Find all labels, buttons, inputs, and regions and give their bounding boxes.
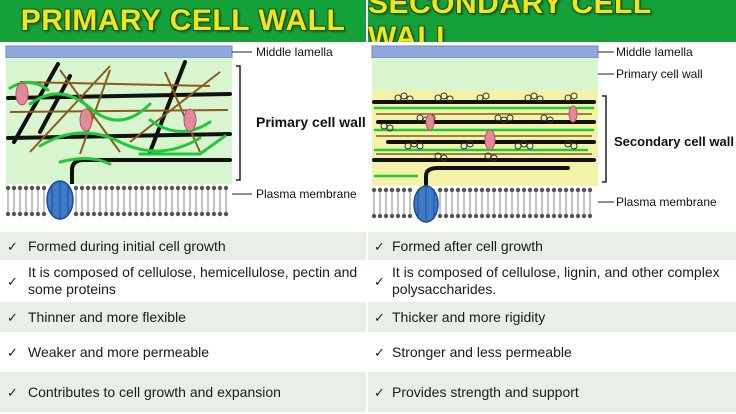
plasma-membrane-bilayer (5, 184, 232, 218)
check-icon: ✓ (7, 309, 18, 325)
primary-fact-text: Formed during initial cell growth (28, 237, 226, 254)
wall-proteins (425, 105, 578, 151)
table-row: ✓ Formed during initial cell growth ✓ Fo… (0, 232, 736, 262)
primary-fact-cell: ✓ Contributes to cell growth and expansi… (0, 372, 366, 412)
middle-lamella-band (5, 45, 233, 59)
primary-fact-text: Thinner and more flexible (28, 308, 186, 325)
primary-cell-wall-title: PRIMARY CELL WALL (20, 4, 346, 37)
secondary-fact-cell: ✓ Formed after cell growth (366, 232, 736, 260)
primary-cell-wall-diagram: Middle lamella Primary cell wall Plasma … (0, 42, 366, 230)
primary-wall-label: Primary cell wall (256, 114, 366, 130)
plasma-membrane-label: Plasma membrane (256, 187, 357, 201)
primary-fact-cell: ✓ Weaker and more permeable (0, 334, 366, 370)
primary-cell-wall-header: PRIMARY CELL WALL (0, 0, 366, 42)
secondary-fact-cell: ✓ It is composed of cellulose, lignin, a… (366, 262, 736, 300)
check-icon: ✓ (7, 384, 18, 400)
check-icon: ✓ (374, 273, 385, 289)
secondary-wall-label: Secondary cell wall (614, 134, 734, 149)
plasma-membrane-bilayer (371, 186, 598, 220)
secondary-fact-cell: ✓ Provides strength and support (366, 372, 736, 412)
secondary-fact-cell: ✓ Thicker and more rigidity (366, 302, 736, 332)
check-icon: ✓ (7, 273, 18, 289)
secondary-wall-illustration: Middle lamella Primary cell wall Seconda… (368, 42, 736, 230)
secondary-fact-text: Provides strength and support (392, 383, 579, 400)
primary-wall-illustration: Middle lamella Primary cell wall Plasma … (0, 42, 366, 230)
cellulose-synthase-complex (413, 185, 439, 223)
secondary-fact-text: Formed after cell growth (392, 237, 543, 254)
table-row: ✓ Thinner and more flexible ✓ Thicker an… (0, 302, 736, 334)
primary-fact-cell: ✓ It is composed of cellulose, hemicellu… (0, 262, 366, 300)
comparison-table: ✓ Formed during initial cell growth ✓ Fo… (0, 232, 736, 414)
check-icon: ✓ (374, 309, 385, 325)
plasma-membrane-label: Plasma membrane (616, 195, 717, 209)
primary-fact-text: Weaker and more permeable (28, 343, 210, 360)
check-icon: ✓ (7, 238, 18, 254)
table-row: ✓ Contributes to cell growth and expansi… (0, 372, 736, 414)
middle-lamella-band (371, 45, 599, 59)
secondary-fact-text: It is composed of cellulose, lignin, and… (392, 264, 720, 297)
cellulose-synthase-complex (46, 180, 74, 220)
check-icon: ✓ (374, 344, 385, 360)
secondary-cell-wall-diagram: Middle lamella Primary cell wall Seconda… (368, 42, 736, 230)
column-divider (366, 0, 368, 414)
check-icon: ✓ (374, 238, 385, 254)
secondary-wall-bracket (602, 95, 607, 183)
primary-wall-label: Primary cell wall (616, 67, 703, 81)
lignin-strands (374, 106, 594, 178)
check-icon: ✓ (7, 344, 18, 360)
primary-wall-layer (372, 58, 598, 90)
hemicellulose-strands (376, 113, 592, 155)
primary-fact-text: It is composed of cellulose, hemicellulo… (28, 264, 358, 297)
secondary-fact-text: Stronger and less permeable (392, 343, 572, 360)
lignin-clusters (380, 92, 578, 162)
secondary-fact-text: Thicker and more rigidity (392, 308, 546, 325)
primary-fact-cell: ✓ Thinner and more flexible (0, 302, 366, 332)
table-row: ✓ Weaker and more permeable ✓ Stronger a… (0, 334, 736, 372)
primary-fact-text: Contributes to cell growth and expansion (28, 383, 281, 400)
check-icon: ✓ (374, 384, 385, 400)
middle-lamella-label: Middle lamella (256, 45, 333, 59)
table-row: ✓ It is composed of cellulose, hemicellu… (0, 262, 736, 302)
pectin-strands (8, 81, 227, 166)
wall-proteins (15, 82, 197, 132)
secondary-fact-cell: ✓ Stronger and less permeable (366, 334, 736, 370)
secondary-cell-wall-header: SECONDARY CELL WALL (368, 0, 736, 54)
primary-wall-bracket (236, 65, 241, 181)
middle-lamella-label: Middle lamella (616, 45, 693, 59)
primary-fact-cell: ✓ Formed during initial cell growth (0, 232, 366, 260)
